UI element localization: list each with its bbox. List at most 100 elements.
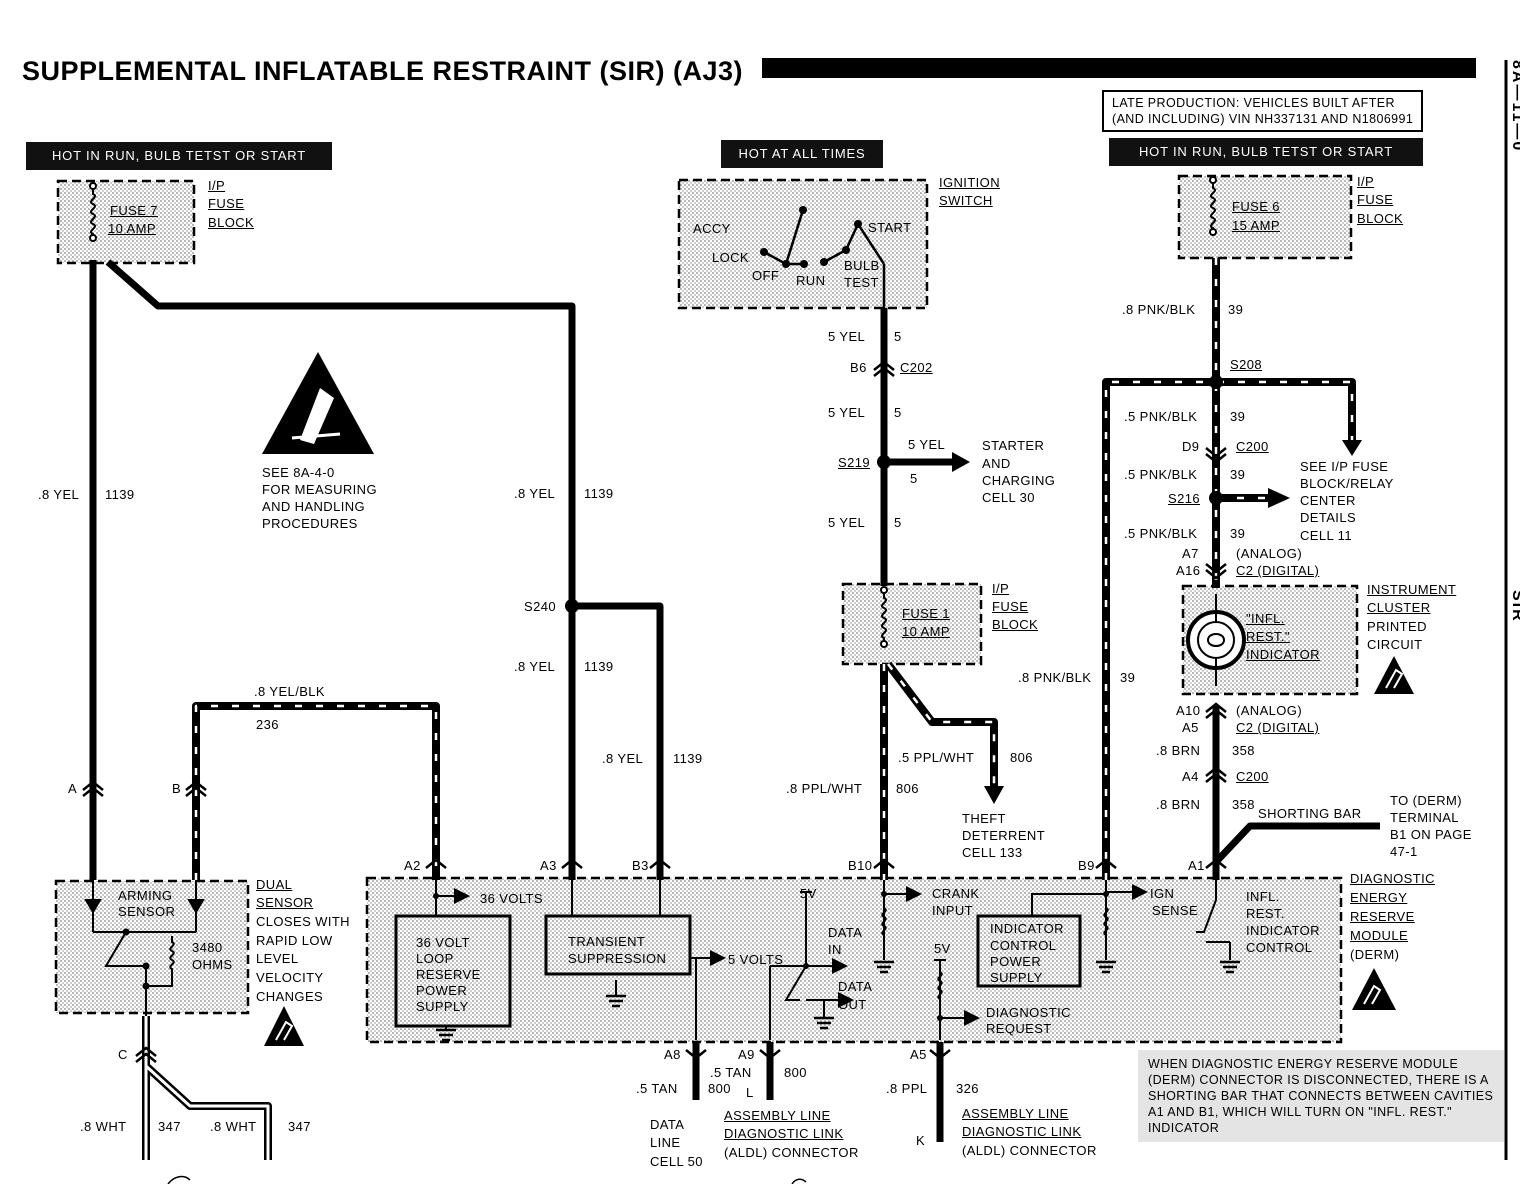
aldl-label: ASSEMBLY LINE <box>724 1108 831 1123</box>
circuit-number: 5 <box>894 329 902 344</box>
derm-label: DIAGNOSTIC <box>1350 871 1435 886</box>
pin-a3: A3 <box>540 858 557 873</box>
dual-sensor-label: LEVEL <box>256 951 299 966</box>
wire-color: .8 WHT <box>80 1119 127 1134</box>
circuit-number: 5 <box>894 405 902 420</box>
connector-a16: A16 <box>1176 563 1201 578</box>
wire-color: .5 PPL/WHT <box>898 750 975 765</box>
connector-b: B <box>172 781 182 796</box>
theft-cell: CELL 133 <box>962 845 1023 860</box>
circuit-number: 800 <box>708 1081 731 1096</box>
aldl-label: (ALDL) CONNECTOR <box>724 1145 859 1160</box>
indicator-label: INDICATOR <box>1246 647 1320 662</box>
dual-sensor-label: CHANGES <box>256 989 324 1004</box>
infl-ctrl-label: INFL. <box>1246 889 1280 904</box>
wire-color: .8 YEL <box>514 659 556 674</box>
fuse1-label: FUSE 1 <box>902 606 950 621</box>
header-middle: HOT AT ALL TIMES <box>721 140 883 168</box>
circuit-number: 1139 <box>105 487 135 502</box>
pos-lock: LOCK <box>712 250 750 265</box>
pos-off: OFF <box>752 268 780 283</box>
fuse7-label: FUSE 7 <box>110 203 158 218</box>
ipfuse-cell: CELL 11 <box>1300 528 1352 543</box>
connector-a4: A4 <box>1182 769 1199 784</box>
cluster-label: CIRCUIT <box>1367 637 1423 652</box>
splice-s208: S208 <box>1230 357 1262 372</box>
data-out-label: DATA <box>838 979 873 994</box>
ohms-value: 3480 <box>192 940 223 955</box>
transient-suppression-box <box>544 914 692 976</box>
wire-color: .8 YEL <box>38 487 80 502</box>
esd-note-1: SEE 8A-4-0 <box>262 465 335 480</box>
ipfuse-label: SEE I/P FUSE <box>1300 459 1389 474</box>
circuit-number: 806 <box>896 781 919 796</box>
connector-a7: A7 <box>1182 546 1199 561</box>
instrument-cluster-box <box>1181 584 1359 696</box>
crank-label: INPUT <box>932 903 973 918</box>
circuit-number: 358 <box>1232 743 1255 758</box>
wire-color: .5 TAN <box>710 1065 752 1080</box>
derm-b1-label: 47-1 <box>1390 844 1418 859</box>
arming-label: SENSOR <box>118 904 176 919</box>
ignition-switch-box <box>677 178 929 310</box>
loop-label: RESERVE <box>416 967 481 982</box>
ipfuse-label: CENTER <box>1300 493 1356 508</box>
arming-label: ARMING <box>118 888 173 903</box>
wire-color: 5 YEL <box>908 437 946 452</box>
wire-color: .8 PPL <box>886 1081 928 1096</box>
pin-b10: B10 <box>848 858 873 873</box>
transient-label: TRANSIENT <box>568 934 646 949</box>
indicator-label: "INFL. <box>1246 611 1285 626</box>
header-right: HOT IN RUN, BULB TETST OR START <box>1109 138 1423 166</box>
header-left: HOT IN RUN, BULB TETST OR START <box>26 142 332 170</box>
wire-color: .5 PNK/BLK <box>1124 526 1198 541</box>
section-label: SIR <box>1509 590 1520 623</box>
wire-color: .8 YEL <box>602 751 644 766</box>
data-line-cell: CELL 50 <box>650 1154 703 1169</box>
data-out-label: OUT <box>838 997 867 1012</box>
splice-s219: S219 <box>838 455 870 470</box>
derm-b1-label: TERMINAL <box>1390 810 1459 825</box>
circuit-number: 347 <box>288 1119 311 1134</box>
data-in-label: IN <box>828 942 842 957</box>
wire-color: .8 PNK/BLK <box>1122 302 1196 317</box>
wire-color: .8 BRN <box>1156 743 1201 758</box>
ign-sense-label: SENSE <box>1152 903 1199 918</box>
circuit-number: 39 <box>1230 526 1246 541</box>
circuit-number: 1139 <box>584 486 614 501</box>
circuit-number: 39 <box>1230 409 1246 424</box>
wire-color: .8 PPL/WHT <box>786 781 863 796</box>
pin-b9: B9 <box>1078 858 1095 873</box>
wire-color: .5 PNK/BLK <box>1124 467 1198 482</box>
circuit-number: 1139 <box>673 751 703 766</box>
pin-a9: A9 <box>738 1047 755 1062</box>
pos-start: START <box>868 220 912 235</box>
connector-c200: C200 <box>1236 439 1269 454</box>
shorting-bar-label: SHORTING BAR <box>1258 806 1362 821</box>
esd-note-2: FOR MEASURING <box>262 482 377 497</box>
ip-label: I/P <box>208 178 226 193</box>
wire-color: .8 PNK/BLK <box>1018 670 1092 685</box>
ip-label: I/P <box>992 581 1010 596</box>
connector-c2: C2 (DIGITAL) <box>1236 720 1320 735</box>
fuse6-label: FUSE 6 <box>1232 199 1280 214</box>
fuse1-rating: 10 AMP <box>902 624 950 639</box>
connector-c2: C2 (DIGITAL) <box>1236 563 1320 578</box>
fuse-label: FUSE <box>1357 192 1394 207</box>
starter-cell: CELL 30 <box>982 490 1035 505</box>
ignition-label: IGNITION <box>939 175 1000 190</box>
fuse7-block <box>56 179 196 265</box>
derm-label: (DERM) <box>1350 947 1400 962</box>
derm-b1-label: B1 ON PAGE <box>1390 827 1472 842</box>
wire-color: .8 YEL/BLK <box>254 684 325 699</box>
starter-label: CHARGING <box>982 473 1056 488</box>
pin-b3: B3 <box>632 858 649 873</box>
indicator-ctrl-label: CONTROL <box>990 938 1057 953</box>
dual-sensor-label: RAPID LOW <box>256 933 333 948</box>
pin-a2: A2 <box>404 858 421 873</box>
splice-s216: S216 <box>1168 491 1200 506</box>
loop-reserve-box <box>394 914 512 1028</box>
derm-module-box <box>365 876 1343 1044</box>
page-number: 8A—11—0 <box>1509 60 1520 153</box>
loop-label: SUPPLY <box>416 999 469 1014</box>
